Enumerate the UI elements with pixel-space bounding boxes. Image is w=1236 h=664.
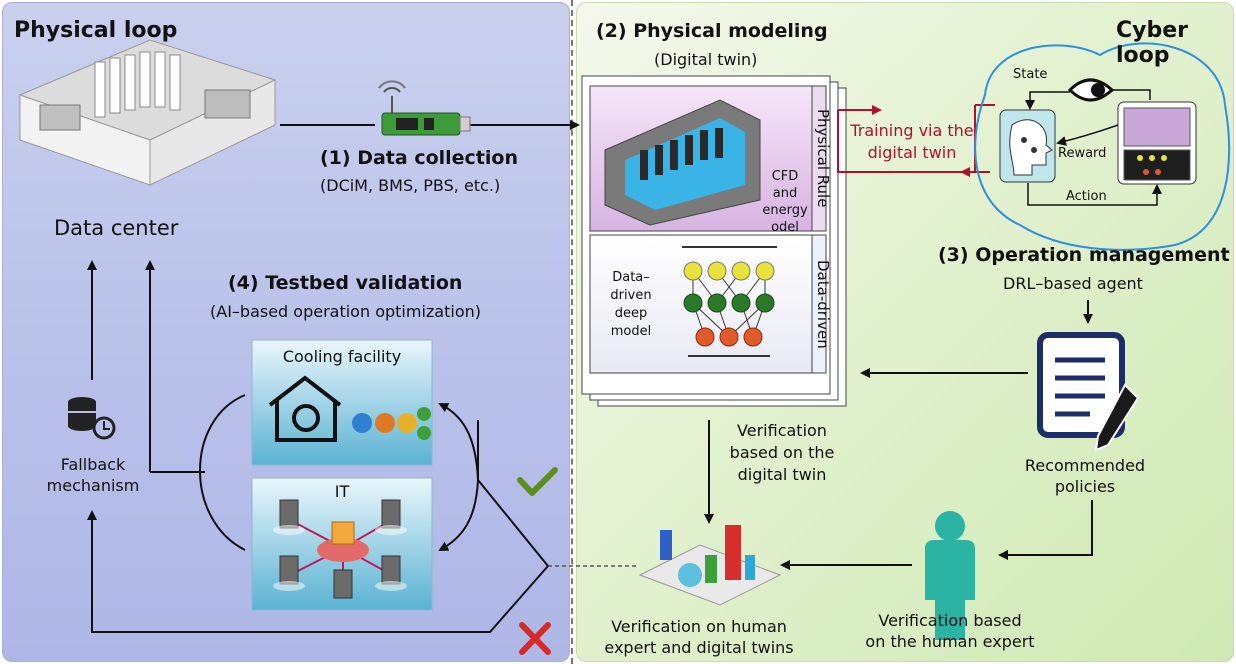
cyber-loop-outline: [974, 42, 1231, 251]
cross-icon: [519, 622, 551, 655]
environment-panel: [1117, 101, 1197, 185]
cooling-facility-card: [251, 339, 433, 466]
loop-divider: [571, 0, 573, 664]
physical-modeling-subtitle: (Digital twin): [654, 50, 758, 69]
physical-modeling-title: (2) Physical modeling: [596, 20, 828, 42]
operation-management-subtitle: DRL–based agent: [1003, 274, 1143, 293]
it-label: IT: [334, 482, 350, 501]
physical-loop-title: Physical loop: [14, 18, 178, 43]
data-collection-title: (1) Data collection: [320, 147, 518, 169]
verification-human-label: Verification based on the human expert: [865, 611, 1035, 651]
cyber-loop-title: Cyber loop: [1116, 18, 1189, 68]
drl-agent-icon: [999, 109, 1056, 183]
policy-document-icon: [1037, 332, 1140, 452]
testbed-title: (4) Testbed validation: [228, 272, 463, 294]
environment-eye-icon: [1067, 78, 1115, 102]
check-icon: [517, 467, 558, 496]
deep-model-label: Data– driven deep model: [610, 270, 652, 339]
neural-network-diagram: [682, 246, 777, 357]
data-center-illustration: [18, 39, 277, 186]
training-label: Training via the digital twin: [850, 121, 974, 162]
action-label: Action: [1066, 189, 1107, 204]
data-center-label: Data center: [54, 216, 179, 240]
data-driven-label: Data-driven: [814, 259, 832, 349]
verification-digital-twin-label: Verification based on the digital twin: [729, 421, 835, 484]
operation-management-title: (3) Operation management: [938, 244, 1230, 266]
cooling-fan-icon: [268, 375, 342, 442]
database-restore-icon: [68, 397, 116, 440]
verification-both-label: Verification on human expert and digital…: [604, 617, 794, 657]
cooling-facility-label: Cooling facility: [282, 347, 402, 366]
physical-rule-label: Physical Rule: [814, 109, 832, 208]
reward-label: Reward: [1058, 146, 1107, 161]
testbed-subtitle: (AI–based operation optimization): [210, 302, 481, 321]
cfd-model-label: CFD and energy odel: [762, 169, 808, 235]
it-network-graphic: [273, 499, 407, 599]
cfd-render: [604, 99, 761, 226]
state-label: State: [1013, 67, 1048, 82]
wireless-sensor-icon: [378, 80, 471, 136]
recommended-policies-label: Recommended policies: [1024, 456, 1146, 496]
fallback-mechanism-label: Fallback mechanism: [46, 455, 140, 495]
media-control-icons: [352, 407, 431, 440]
data-collection-subtitle: (DCiM, BMS, PBS, etc.): [320, 176, 501, 195]
human-expert-icon: [925, 511, 975, 640]
analytics-graphic: [638, 525, 782, 606]
